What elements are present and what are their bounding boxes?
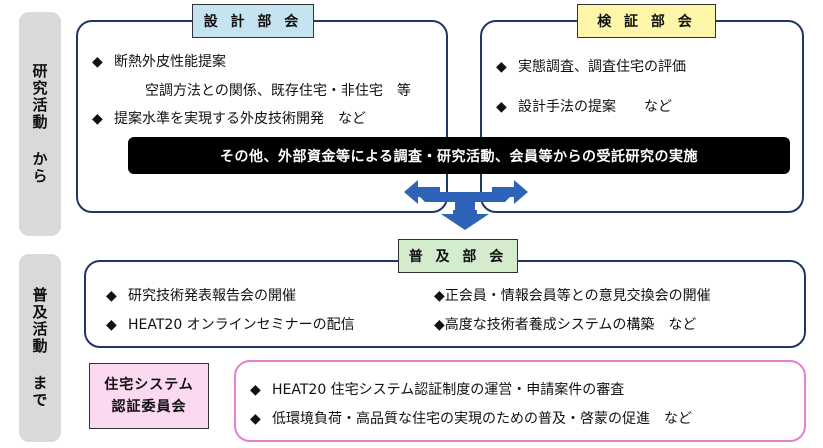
promo-right-item-1: ◆正会員・情報会員等との意見交換会の開催 — [434, 288, 711, 304]
side-tab-spread: 普及活動 まで — [19, 254, 61, 442]
promo-panel — [84, 260, 806, 348]
side-label-spread: 普及活動 まで — [30, 287, 49, 409]
design-title: 設 計 部 会 — [192, 4, 314, 38]
design-item-2: ◆提案水準を実現する外皮技術開発 など — [92, 111, 366, 127]
design-panel — [76, 20, 448, 213]
arrow-right-head-icon — [492, 180, 528, 204]
promo-left-item-1: ◆研究技術発表報告会の開催 — [106, 288, 296, 304]
cert-panel — [234, 360, 806, 442]
side-label-research: 研究活動 から — [30, 63, 49, 185]
side-tab-research: 研究活動 から — [19, 12, 61, 236]
cert-title-line2: 認証委員会 — [111, 399, 187, 415]
arrow-left-head-icon — [404, 180, 440, 204]
design-item-1: ◆断熱外皮性能提案 — [92, 54, 226, 70]
cert-item-1: ◆HEAT20 住宅システム認証制度の運営・申請案件の審査 — [250, 382, 625, 398]
promo-left-item-2: ◆HEAT20 オンラインセミナーの配信 — [106, 317, 355, 333]
cert-title: 住宅システム 認証委員会 — [89, 363, 209, 429]
verify-item-2: ◆設計手法の提案 など — [496, 99, 672, 115]
verify-title: 検 証 部 会 — [577, 4, 716, 38]
promo-right-item-2: ◆高度な技術者養成システムの構築 など — [434, 317, 697, 333]
verify-panel — [480, 20, 804, 213]
cert-title-line1: 住宅システム — [104, 377, 194, 393]
banner-other-activities: その他、外部資金等による調査・研究活動、会員等からの受託研究の実施 — [128, 137, 790, 174]
promo-title: 普 及 部 会 — [398, 239, 518, 273]
cert-item-2: ◆低環境負荷・高品質な住宅の実現のための普及・啓蒙の促進 など — [250, 411, 692, 427]
design-item-1-sub: 空調方法との関係、既存住宅・非住宅 等 — [145, 83, 411, 99]
verify-item-1: ◆実態調査、調査住宅の評価 — [496, 59, 686, 75]
